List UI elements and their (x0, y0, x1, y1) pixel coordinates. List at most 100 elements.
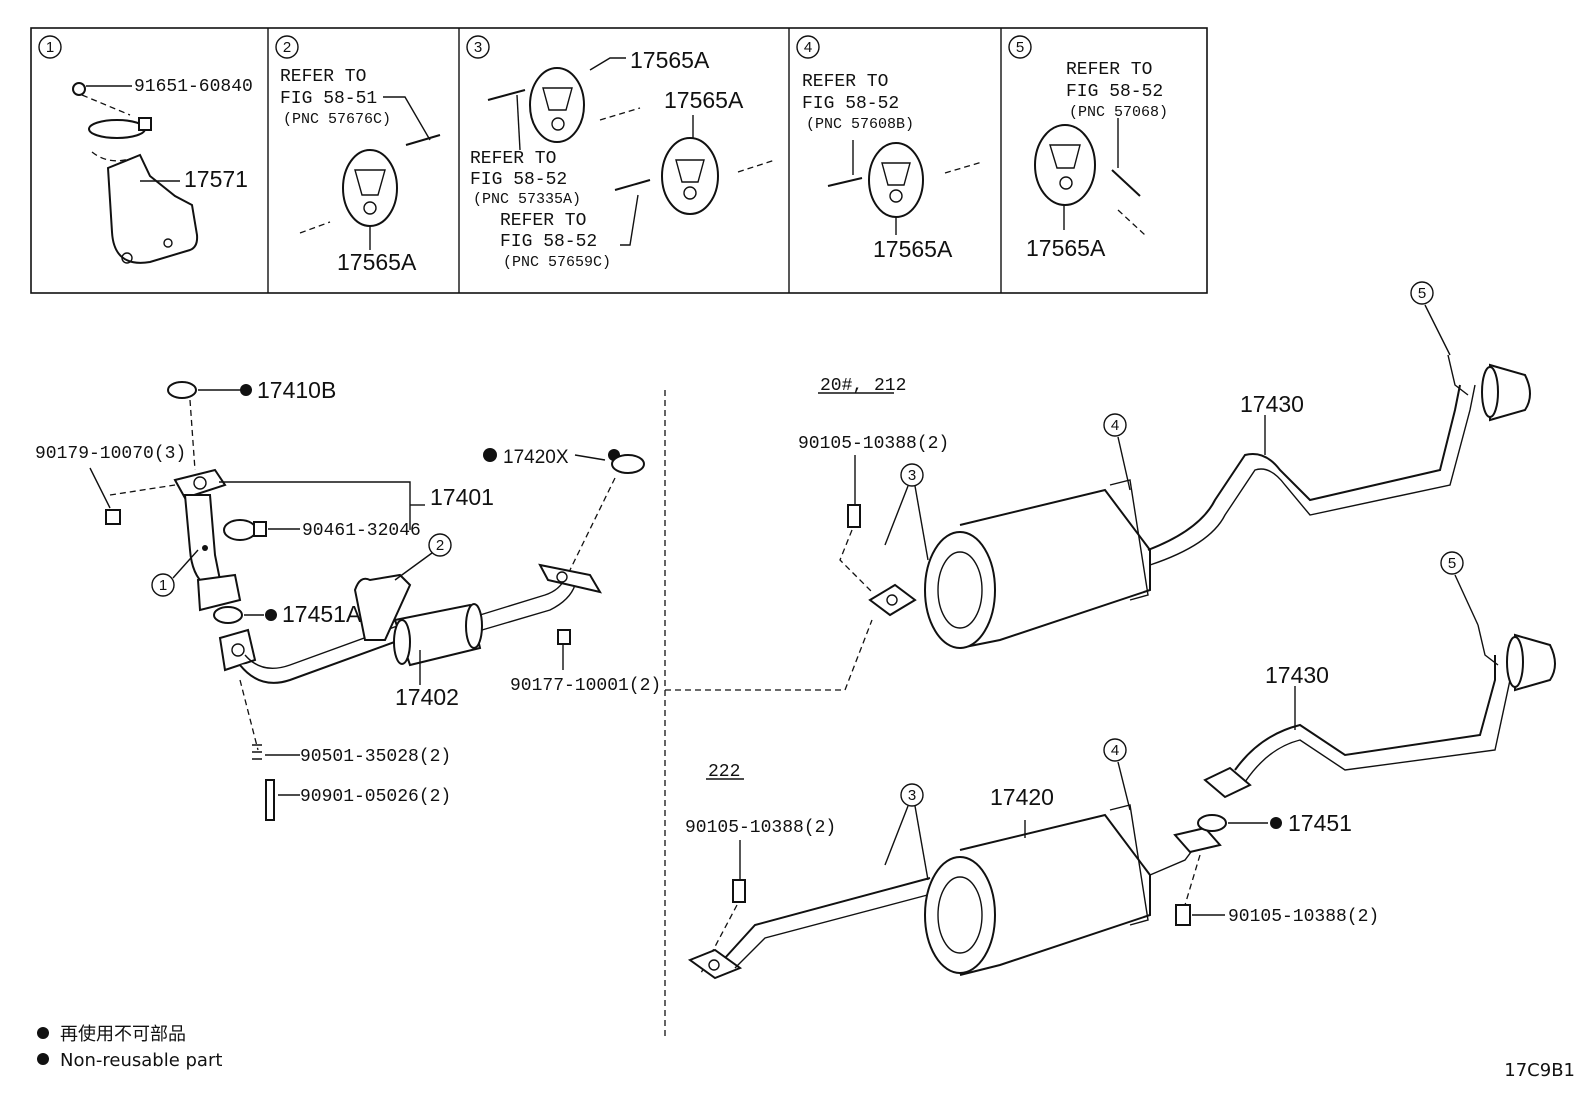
refer-fig: FIG 58-52 (802, 94, 899, 114)
bolt-icon (847, 504, 861, 528)
part-90179-10070: 90179-10070(3) (35, 444, 186, 464)
part-90501-35028: 90501-35028(2) (300, 747, 451, 767)
part-90105-10388: 90105-10388(2) (798, 434, 949, 454)
refer-pnc: (PNC 57068) (1069, 104, 1168, 121)
inset-4-number: 4 (804, 39, 812, 56)
muffler-body-icon (959, 488, 1151, 649)
refer-pnc: (PNC 57659C) (503, 254, 611, 271)
non-reusable-dot (240, 384, 252, 396)
flange-icon (218, 628, 257, 672)
refer-fig: FIG 58-52 (470, 170, 567, 190)
bolt-icon (732, 879, 746, 903)
flange-icon (868, 583, 917, 617)
sensor-icon (223, 519, 257, 541)
inset-5: 5 REFER TO FIG 58-52 (PNC 57068) 17565A (1008, 35, 1168, 261)
non-reusable-dot (37, 1027, 49, 1039)
part-90177-10001: 90177-10001(2) (510, 676, 661, 696)
refer-fig: FIG 58-52 (500, 232, 597, 252)
part-90901-05026: 90901-05026(2) (300, 787, 451, 807)
bolt-icon (72, 82, 86, 96)
refer-pnc: (PNC 57608B) (806, 116, 914, 133)
part-17565A: 17565A (873, 236, 953, 262)
part-17565A: 17565A (664, 87, 744, 113)
flange-icon (1203, 766, 1252, 799)
legend: 再使用不可部品 Non-reusable part (37, 1024, 222, 1071)
bolt-icon (1175, 904, 1191, 926)
variant-label: 222 (708, 762, 740, 782)
callout-4: 4 (1111, 742, 1119, 759)
figure-code: 17C9B1 (1504, 1060, 1575, 1081)
gasket-icon (611, 454, 645, 474)
hanger-rubber-icon (868, 142, 924, 218)
part-17430: 17430 (1265, 662, 1329, 688)
part-17451: 17451 (1288, 810, 1352, 836)
muffler-body-icon (959, 813, 1151, 976)
legend-english: Non-reusable part (60, 1050, 222, 1071)
hanger-rubber-icon (1034, 124, 1096, 206)
inset-5-number: 5 (1016, 39, 1024, 56)
inset-1: 1 91651-60840 17571 (38, 35, 253, 264)
gasket-icon (167, 381, 197, 399)
refer-text: REFER TO (1066, 60, 1152, 80)
rear-muffler-top: 20#, 212 90105-10388(2) 3 4 5 17430 (798, 281, 1531, 649)
part-17420: 17420 (990, 784, 1054, 810)
part-90461-32046: 90461-32046 (302, 521, 421, 541)
nut-icon (557, 629, 571, 645)
non-reusable-dot (265, 609, 277, 621)
tail-pipe-icon (1489, 363, 1531, 422)
bolt-icon (265, 779, 275, 821)
part-17565A: 17565A (1026, 235, 1106, 261)
flange-icon (687, 948, 743, 980)
refer-text: REFER TO (470, 149, 556, 169)
part-90105-10388: 90105-10388(2) (1228, 907, 1379, 927)
part-17565A: 17565A (630, 47, 710, 73)
non-reusable-dot (483, 448, 497, 462)
refer-text: REFER TO (500, 211, 586, 231)
refer-pnc: (PNC 57335A) (473, 191, 581, 208)
refer-text: REFER TO (802, 72, 888, 92)
spring-icon (252, 744, 262, 760)
front-pipe-assembly: 17410B 90179-10070(3) 17401 90461-32046 … (35, 377, 661, 821)
nut-icon (105, 509, 121, 525)
refer-text: REFER TO (280, 67, 366, 87)
flange-icon (1173, 826, 1222, 854)
inset-2: 2 REFER TO FIG 58-51 (PNC 57676C) 17565A (275, 35, 441, 275)
bracket-icon (353, 573, 412, 641)
part-17571: 17571 (184, 166, 248, 192)
inset-1-number: 1 (46, 39, 54, 56)
variant-label: 20#, 212 (820, 376, 906, 396)
refer-fig: FIG 58-51 (280, 89, 377, 109)
non-reusable-dot (37, 1053, 49, 1065)
refer-pnc: (PNC 57676C) (283, 111, 391, 128)
clamp-icon (88, 119, 146, 139)
part-17565A: 17565A (337, 249, 417, 275)
part-17451A: 17451A (282, 601, 362, 627)
callout-3: 3 (908, 467, 916, 484)
part-17420X-label: 17420X (503, 447, 569, 468)
part-17402: 17402 (395, 684, 459, 710)
callout-1: 1 (159, 577, 167, 594)
callout-2: 2 (436, 537, 444, 554)
inset-4: 4 REFER TO FIG 58-52 (PNC 57608B) 17565A (796, 35, 983, 262)
part-17430: 17430 (1240, 391, 1304, 417)
non-reusable-dot (1270, 817, 1282, 829)
inset-panel-row (30, 27, 1208, 294)
rear-muffler-bottom: 222 90105-10388(2) 3 17420 4 17451 (685, 551, 1556, 980)
part-91651-60840: 91651-60840 (134, 77, 253, 97)
callout-5: 5 (1418, 285, 1426, 302)
flange-icon (173, 468, 227, 500)
gasket-icon (213, 606, 243, 624)
gasket-icon (1197, 814, 1227, 832)
hanger-rubber-icon (661, 137, 719, 215)
callout-4: 4 (1111, 417, 1119, 434)
callout-5: 5 (1448, 555, 1456, 572)
legend-japanese: 再使用不可部品 (60, 1024, 186, 1045)
part-17410B: 17410B (257, 377, 336, 403)
inset-3: 3 17565A REFER TO FIG 58-52 (PNC 57335A)… (466, 35, 776, 271)
callout-3: 3 (908, 787, 916, 804)
bracket-17571-icon (106, 153, 199, 264)
hanger-rubber-icon (529, 67, 585, 143)
part-90105-10388: 90105-10388(2) (685, 818, 836, 838)
inset-3-number: 3 (474, 39, 482, 56)
